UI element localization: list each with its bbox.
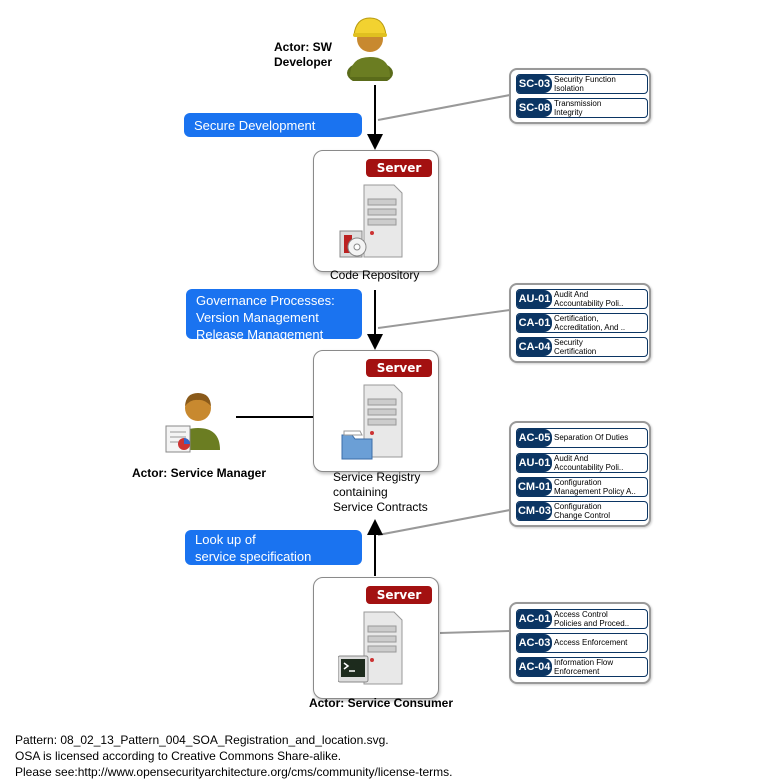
control-name: Access Control Policies and Proced.. (554, 610, 630, 628)
service-manager-actor (164, 388, 224, 454)
control-id: AC-04 (517, 658, 552, 676)
control-name: Security Function Isolation (554, 75, 616, 93)
server-badge: Server Mod (366, 586, 432, 620)
developer-icon (347, 17, 393, 85)
control-item: AC-05 Separation Of Duties (516, 428, 648, 448)
developer-actor (346, 15, 394, 85)
service-consumer-label: Actor: Service Consumer (308, 696, 454, 710)
governance-process: Governance Processes: Version Management… (186, 289, 362, 342)
lookup-process: Look up of service specification (185, 530, 362, 565)
control-id: CA-04 (517, 338, 552, 356)
server-icon (339, 184, 403, 258)
control-name: Security Certification (554, 338, 597, 356)
server-icon (341, 384, 403, 460)
control-item: CA-04 Security Certification (516, 337, 648, 357)
control-id: AU-01 (517, 454, 552, 472)
control-id: CM-01 (517, 478, 552, 496)
control-item: AU-01 Audit And Accountability Poli.. (516, 453, 648, 473)
service-registry-label: Service Registry containing Service Cont… (333, 470, 428, 514)
control-name: Audit And Accountability Poli.. (554, 454, 624, 472)
footer-pattern-line: Pattern: 08_02_13_Pattern_004_SOA_Regist… (15, 733, 389, 747)
control-id: AC-03 (517, 634, 552, 652)
service-consumer-server: Server Mod (313, 577, 439, 699)
code-repository-label: Code Repository (330, 268, 420, 282)
server-badge: Server Mod (366, 359, 432, 393)
control-link-line (377, 309, 511, 329)
footer-url-line: Please see:http://www.opensecurityarchit… (15, 765, 453, 779)
service-manager-label: Actor: Service Manager (131, 466, 267, 480)
control-group-4: AC-01 Access Control Policies and Proced… (509, 602, 651, 684)
control-item: SC-08 Transmission Integrity (516, 98, 648, 118)
control-item: AC-04 Information Flow Enforcement (516, 657, 648, 677)
control-item: CM-03 Configuration Change Control (516, 501, 648, 521)
service-registry-server: Server Mod (313, 350, 439, 472)
control-id: AC-01 (517, 610, 552, 628)
control-name: Access Enforcement (554, 638, 628, 647)
control-item: SC-03 Security Function Isolation (516, 74, 648, 94)
control-id: SC-03 (517, 75, 552, 93)
control-group-2: AU-01 Audit And Accountability Poli.. CA… (509, 283, 651, 363)
control-id: AC-05 (517, 429, 552, 447)
control-group-3: AC-05 Separation Of Duties AU-01 Audit A… (509, 421, 651, 527)
footer-license-line: OSA is licensed according to Creative Co… (15, 749, 342, 763)
developer-label: Actor: SW Developer (273, 40, 333, 69)
control-item: AC-03 Access Enforcement (516, 633, 648, 653)
control-item: CM-01 Configuration Management Policy A.… (516, 477, 648, 497)
secure-development-process: Secure Development Process (184, 113, 362, 150)
control-name: Transmission Integrity (554, 99, 602, 117)
control-link-line (377, 94, 511, 121)
service-manager-icon (165, 393, 220, 453)
control-name: Configuration Change Control (554, 502, 611, 520)
control-name: Certification, Accreditation, And .. (554, 314, 626, 332)
code-repository-server: Server Mod (313, 150, 439, 272)
control-name: Separation Of Duties (554, 433, 629, 442)
control-name: Configuration Management Policy A.. (554, 478, 636, 496)
control-item: CA-01 Certification, Accreditation, And … (516, 313, 648, 333)
control-link-line (439, 630, 511, 634)
control-id: SC-08 (517, 99, 552, 117)
server-icon (338, 611, 403, 685)
control-id: AU-01 (517, 290, 552, 308)
control-link-line (377, 509, 511, 536)
footer: Pattern: 08_02_13_Pattern_004_SOA_Regist… (15, 732, 775, 780)
control-name: Information Flow Enforcement (554, 658, 614, 676)
folder-icon (341, 434, 373, 460)
server-badge: Server Mod (366, 159, 432, 193)
control-id: CM-03 (517, 502, 552, 520)
control-id: CA-01 (517, 314, 552, 332)
control-item: AU-01 Audit And Accountability Poli.. (516, 289, 648, 309)
control-name: Audit And Accountability Poli.. (554, 290, 624, 308)
control-group-1: SC-03 Security Function Isolation SC-08 … (509, 68, 651, 124)
control-item: AC-01 Access Control Policies and Proced… (516, 609, 648, 629)
